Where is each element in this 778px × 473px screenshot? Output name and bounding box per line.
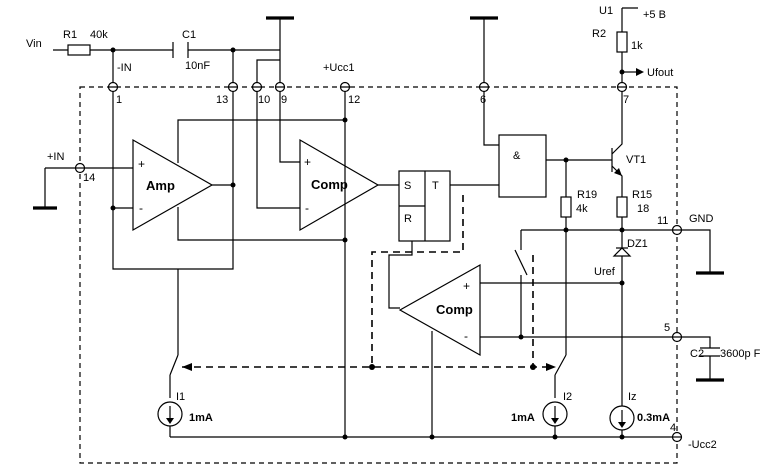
amp-triangle	[132, 138, 214, 232]
label-r1-value: 40k	[90, 29, 108, 41]
comp2-triangle	[398, 263, 481, 357]
input-network	[53, 16, 498, 86]
pin-label-13: 13	[216, 94, 228, 106]
label-plus-ucc1: +Ucc1	[323, 62, 355, 74]
label-r2-value: 1k	[631, 40, 643, 52]
comp1-block	[256, 91, 399, 437]
comp1-triangle	[299, 138, 380, 232]
chip-boundary	[79, 86, 678, 464]
label-c2-value: 3600p F	[720, 348, 761, 360]
label-i2-value: 1mA	[511, 412, 535, 424]
label-r2: R2	[592, 28, 606, 40]
comp2-minus: -	[464, 329, 468, 343]
text-labels: Vin R1 40k C1 10nF -IN +Ucc1 U1 +5 B R2 …	[26, 5, 761, 451]
output-stage	[616, 7, 644, 83]
junction	[619, 69, 625, 75]
label-c1: C1	[182, 29, 196, 41]
pin-label-6: 6	[480, 94, 486, 106]
label-iz-value: 0.3mA	[637, 412, 670, 424]
comp1-minus: -	[305, 201, 309, 215]
pin-label-7: 7	[623, 94, 629, 106]
label-u1: U1	[599, 5, 613, 17]
label-minus-in: -IN	[117, 62, 132, 74]
label-dz1: DZ1	[627, 238, 648, 250]
amp-minus: -	[139, 201, 143, 215]
junction	[429, 434, 435, 440]
pin-label-12: 12	[348, 94, 360, 106]
junction	[369, 364, 375, 370]
current-sources	[157, 230, 635, 437]
and-gate	[483, 91, 612, 230]
label-comp1: Comp	[311, 177, 348, 192]
amp-plus: +	[138, 157, 145, 171]
label-plus-5v: +5 B	[643, 9, 666, 21]
resistor-r19	[560, 196, 572, 218]
pin-label-4: 4	[670, 422, 676, 434]
label-ff-r: R	[404, 213, 412, 225]
dashed-control	[182, 195, 556, 371]
label-vin: Vin	[26, 38, 42, 50]
label-i1: I1	[176, 391, 185, 403]
label-gnd: GND	[689, 213, 714, 225]
pin-label-11: 11	[657, 215, 668, 227]
label-comp2: Comp	[436, 302, 473, 317]
label-uref: Uref	[594, 266, 616, 278]
resistor-r1	[67, 44, 91, 56]
label-r19-value: 4k	[576, 203, 588, 215]
transistor-vt1	[611, 91, 628, 248]
comp2-block	[398, 263, 724, 437]
label-ff-t: T	[432, 180, 439, 192]
label-r15: R15	[632, 189, 652, 201]
label-c2: C2	[690, 348, 704, 360]
pin-label-1: 1	[116, 94, 122, 106]
label-c1-value: 10nF	[185, 60, 210, 72]
junction	[530, 364, 536, 370]
label-r19: R19	[577, 189, 597, 201]
label-minus-ucc2: -Ucc2	[688, 439, 717, 451]
pin-label-5: 5	[664, 322, 670, 334]
label-plus-in: +IN	[47, 151, 64, 163]
junction	[552, 434, 558, 440]
label-i2: I2	[563, 391, 572, 403]
gnd-rail	[480, 224, 724, 406]
label-ufout: Ufout	[647, 67, 673, 79]
ufout-arrow	[636, 68, 644, 76]
pin-label-9: 9	[281, 94, 287, 106]
label-ff-s: S	[404, 180, 411, 192]
junction	[619, 227, 625, 233]
resistor-r15	[616, 196, 628, 218]
label-and: &	[513, 150, 521, 162]
pin-label-10: 10	[258, 94, 270, 106]
label-r1: R1	[63, 29, 77, 41]
junction	[342, 434, 348, 440]
sr-flipflop	[388, 170, 499, 309]
and-gate-body	[498, 134, 547, 198]
junction	[619, 434, 625, 440]
switch-blade	[514, 249, 528, 276]
junction	[110, 205, 116, 211]
label-amp: Amp	[146, 178, 175, 193]
resistor-r2	[616, 31, 628, 53]
label-vt1: VT1	[626, 154, 646, 166]
label-r15-value: 18	[637, 203, 649, 215]
label-iz: Iz	[628, 391, 637, 403]
negative-rail	[170, 431, 683, 443]
pin-label-14: 14	[83, 172, 95, 184]
label-i1-value: 1mA	[189, 412, 213, 424]
comp2-plus: +	[463, 279, 470, 293]
comp1-plus: +	[304, 155, 311, 169]
